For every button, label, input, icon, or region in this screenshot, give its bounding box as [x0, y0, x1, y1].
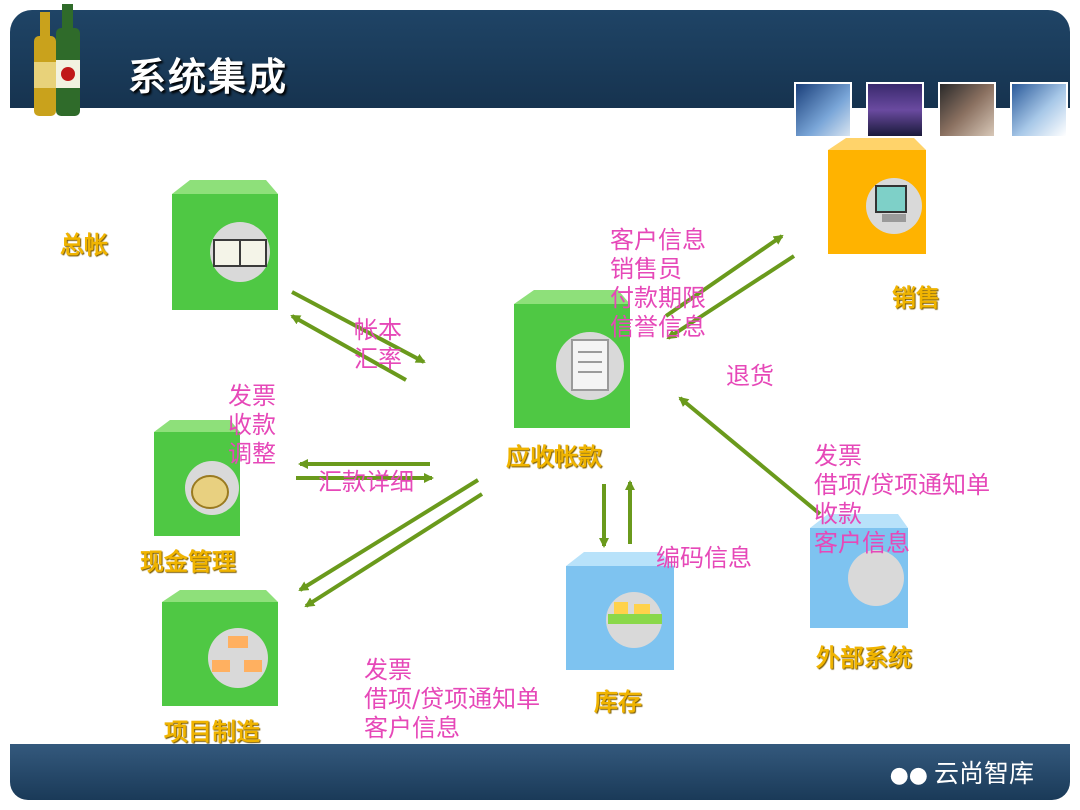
node-label-general-ledger: 总帐 [60, 225, 108, 260]
project-manufacturing-box [162, 590, 278, 706]
footer-bar: ●●云尚智库 [10, 744, 1070, 800]
flow-label-sales-to-ar: 客户信息销售员付款期限信誉信息 [610, 168, 706, 371]
sales-box [828, 138, 926, 254]
flow-label-gl-to-ar: 帐本汇率 [354, 258, 402, 403]
footer-brand: ●●云尚智库 [890, 754, 1034, 790]
node-label-cash: 现金管理 [140, 542, 236, 577]
flow-label-cash: 汇款详细 [318, 410, 414, 526]
flow-label-ar-to-gl: 发票收款调整 [228, 324, 276, 498]
flow-label-external-to-ar: 发票借项/贷项通知单收款客户信息 [814, 384, 990, 587]
node-label-external: 外部系统 [816, 638, 912, 673]
node-label-receivables: 应收帐款 [506, 437, 602, 472]
wechat-icon: ●● [890, 763, 928, 788]
flow-label-inventory: 编码信息 [656, 486, 752, 602]
node-label-projects: 项目制造 [164, 712, 260, 747]
flow-label-ar-to-sales: 退货 [726, 304, 774, 420]
general-ledger-box [172, 180, 278, 310]
node-label-inventory: 库存 [594, 682, 642, 717]
node-label-sales: 销售 [892, 278, 940, 313]
